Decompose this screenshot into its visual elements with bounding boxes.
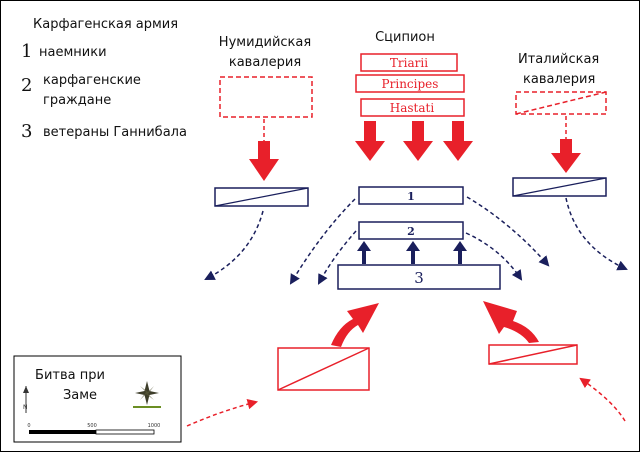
inset-title-line2: Заме bbox=[63, 388, 97, 403]
red-diagonal bbox=[488, 344, 578, 365]
navy-dashed-arrow bbox=[465, 232, 523, 281]
italian-label-line2: кавалерия bbox=[523, 72, 595, 87]
navy-dashed-arrow bbox=[204, 210, 264, 280]
navy-diagonal bbox=[512, 177, 607, 197]
triarii-label: Triarii bbox=[390, 56, 428, 70]
line-3-box bbox=[337, 264, 501, 290]
hastati-label: Hastati bbox=[390, 101, 435, 115]
inset-title-line1: Битва при bbox=[35, 368, 105, 383]
numidian-cavalry-box bbox=[219, 76, 313, 118]
red-curved-arrow-icon bbox=[483, 301, 539, 343]
red-arrow-down-icon bbox=[403, 121, 433, 161]
red-diagonal bbox=[277, 347, 370, 391]
italian-cavalry-box bbox=[515, 91, 607, 115]
legend-label-2a: карфагенские bbox=[43, 73, 141, 88]
carthaginian-formation: 1 2 3 bbox=[289, 186, 550, 290]
principes-box bbox=[355, 74, 465, 93]
red-dashed-arrow bbox=[186, 399, 259, 427]
navy-dashed-arrow bbox=[289, 198, 356, 285]
navy-dashed-arrow bbox=[318, 230, 357, 285]
legend: Карфагенская армия 1 наемники 2 карфаген… bbox=[21, 17, 187, 142]
line-1-label: 1 bbox=[407, 190, 415, 203]
line-3-label: 3 bbox=[414, 269, 424, 287]
inset-map: Битва при Заме N 0 500 1000 bbox=[13, 355, 182, 443]
scale-tick-500: 500 bbox=[87, 423, 97, 429]
red-arrow-down-icon bbox=[249, 141, 279, 181]
line-1-box bbox=[358, 186, 464, 205]
roman-formation: Triarii Principes Hastati bbox=[355, 53, 473, 161]
north-arrow-icon bbox=[23, 386, 29, 413]
italian-label-line1: Италийская bbox=[518, 52, 599, 67]
legend-title: Карфагенская армия bbox=[33, 17, 178, 32]
legend-num-2: 2 bbox=[21, 75, 32, 96]
triarii-box bbox=[360, 53, 458, 72]
legend-num-1: 1 bbox=[21, 41, 32, 62]
navy-arrow-up-icon bbox=[406, 241, 420, 264]
legend-label-2b: граждане bbox=[43, 93, 111, 108]
line-2-label: 2 bbox=[407, 225, 415, 238]
legend-label-1: наемники bbox=[39, 45, 107, 60]
principes-label: Principes bbox=[382, 77, 439, 91]
scale-bar bbox=[29, 429, 155, 435]
scale-tick-1000: 1000 bbox=[148, 423, 161, 429]
navy-diagonal bbox=[214, 187, 309, 207]
navy-arrow-up-icon bbox=[453, 241, 467, 264]
red-curved-arrow-icon bbox=[331, 303, 379, 347]
compass-star-icon bbox=[133, 381, 161, 408]
legend-label-3: ветераны Ганнибала bbox=[43, 125, 187, 140]
red-arrow-down-icon bbox=[443, 121, 473, 161]
red-dashed-arrow bbox=[579, 377, 626, 422]
legend-num-3: 3 bbox=[21, 121, 32, 142]
north-label: N bbox=[23, 404, 28, 411]
scale-tick-0: 0 bbox=[27, 423, 30, 429]
numidian-label-line2: кавалерия bbox=[229, 55, 301, 70]
red-arrow-down-icon bbox=[355, 121, 385, 161]
navy-dashed-arrow bbox=[466, 196, 550, 267]
navy-arrow-up-icon bbox=[357, 241, 371, 264]
hastati-box bbox=[360, 98, 465, 117]
red-dashed-diagonal bbox=[515, 91, 607, 115]
scipio-label: Сципион bbox=[375, 30, 435, 45]
line-2-box bbox=[358, 221, 464, 240]
inset-frame bbox=[13, 355, 182, 443]
navy-dashed-arrow bbox=[565, 197, 628, 271]
numidian-label-line1: Нумидийская bbox=[219, 35, 311, 50]
red-arrow-down-icon bbox=[551, 139, 581, 173]
